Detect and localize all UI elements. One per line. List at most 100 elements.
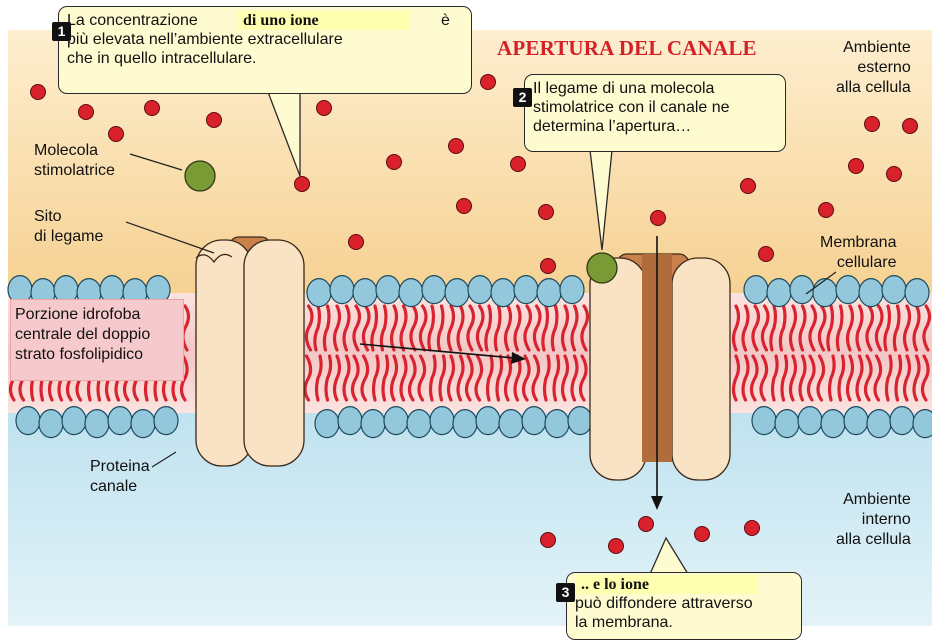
channel-protein-closed <box>196 237 304 466</box>
callout-step-1: La concentrazione di uno ione è più elev… <box>58 6 472 94</box>
label-hydrophobic-core: Porzione idrofoba centrale del doppio st… <box>10 299 184 381</box>
ion <box>745 521 760 536</box>
phospholipid-head <box>844 407 868 435</box>
phospholipid-head <box>821 410 845 438</box>
phospholipid-head <box>422 276 446 304</box>
callout-1-highlight: di uno ione <box>237 11 409 30</box>
phospholipid-head <box>537 279 561 307</box>
ion <box>349 235 364 250</box>
ion <box>695 527 710 542</box>
phospholipid-head <box>39 410 63 438</box>
phospholipid-head <box>775 410 799 438</box>
ion <box>541 533 556 548</box>
phospholipid-head <box>545 410 569 438</box>
phospholipid-head <box>330 276 354 304</box>
phospholipid-head <box>376 276 400 304</box>
label-inside-cell: Ambiente interno alla cellula <box>836 490 911 550</box>
phospholipid-head <box>798 407 822 435</box>
phospholipid-head <box>16 407 40 435</box>
phospholipid-head <box>813 279 837 307</box>
phospholipid-head <box>307 279 331 307</box>
label-outside-cell: Ambiente esterno alla cellula <box>836 38 911 98</box>
phospholipid-head <box>767 279 791 307</box>
callout-3-line-2: può diffondere attraverso <box>575 594 793 613</box>
channel-protein-open <box>590 254 730 480</box>
ion <box>819 203 834 218</box>
ion <box>449 139 464 154</box>
phospholipid-head <box>790 276 814 304</box>
phospholipid-head <box>353 279 377 307</box>
ion <box>541 259 556 274</box>
step-3-badge: 3 <box>556 583 575 602</box>
ion <box>849 159 864 174</box>
callout-1-text-b: è <box>441 11 450 30</box>
phospholipid-head <box>882 276 906 304</box>
phospholipid-head <box>338 407 362 435</box>
phospholipid-head <box>445 279 469 307</box>
phospholipid-head <box>430 407 454 435</box>
phospholipid-head <box>407 410 431 438</box>
phospholipid-head <box>491 279 515 307</box>
ion <box>317 101 332 116</box>
ion <box>511 157 526 172</box>
ion <box>79 105 94 120</box>
ion <box>903 119 918 134</box>
phospholipid-head <box>361 410 385 438</box>
ion <box>865 117 880 132</box>
phospholipid-head <box>514 276 538 304</box>
phospholipid-head <box>315 410 339 438</box>
ion <box>481 75 496 90</box>
callout-1-text-a: La concentrazione <box>67 12 198 29</box>
step-2-badge: 2 <box>513 88 532 107</box>
phospholipid-head <box>913 410 932 438</box>
phospholipid-head <box>522 407 546 435</box>
ion <box>741 179 756 194</box>
ion <box>145 101 160 116</box>
ion <box>295 177 310 192</box>
step-1-badge: 1 <box>52 22 71 41</box>
phospholipid-head <box>476 407 500 435</box>
phospholipid-head <box>468 276 492 304</box>
phospholipid-head <box>85 410 109 438</box>
label-channel-protein: Proteina canale <box>90 457 150 497</box>
phospholipid-head <box>399 279 423 307</box>
phospholipid-head <box>867 410 891 438</box>
phospholipid-head <box>453 410 477 438</box>
phospholipid-head <box>752 407 776 435</box>
label-cell-membrane: Membrana cellulare <box>820 233 896 273</box>
phospholipid-head <box>744 276 768 304</box>
callout-2-line-2: stimolatrice con il canale ne <box>533 98 777 117</box>
callout-step-3: .. e lo ione può diffondere attraverso l… <box>566 572 802 640</box>
phospholipid-head <box>568 407 592 435</box>
phospholipid-head <box>62 407 86 435</box>
phospholipid-head <box>859 279 883 307</box>
callout-2-line-1: Il legame di una molecola <box>533 79 777 98</box>
callout-2-line-3: determina l’apertura… <box>533 117 777 136</box>
phospholipid-head <box>108 407 132 435</box>
ion <box>887 167 902 182</box>
callout-step-2: Il legame di una molecola stimolatrice c… <box>524 74 786 152</box>
ion <box>639 517 654 532</box>
phospholipid-head <box>154 407 178 435</box>
label-stimulating-molecule: Molecola stimolatrice <box>34 141 115 181</box>
phospholipid-head <box>890 407 914 435</box>
phospholipid-head <box>384 407 408 435</box>
ion <box>651 211 666 226</box>
callout-3-highlight: .. e lo ione <box>575 575 757 594</box>
ion <box>609 539 624 554</box>
ion <box>387 155 402 170</box>
ion <box>109 127 124 142</box>
diagram-title: APERTURA DEL CANALE <box>497 36 757 61</box>
phospholipid-head <box>131 410 155 438</box>
callout-3-line-3: la membrana. <box>575 613 793 632</box>
callout-1-line-3: che in quello intracellulare. <box>67 49 463 68</box>
ion <box>457 199 472 214</box>
bound-stimulating-molecule <box>587 253 617 283</box>
callout-1-line-2: più elevata nell’ambiente extracellulare <box>67 30 463 49</box>
phospholipid-head <box>905 279 929 307</box>
ion <box>759 247 774 262</box>
phospholipid-head <box>560 276 584 304</box>
label-binding-site: Sito di legame <box>34 207 103 247</box>
ion <box>539 205 554 220</box>
stimulating-molecule <box>185 161 215 191</box>
